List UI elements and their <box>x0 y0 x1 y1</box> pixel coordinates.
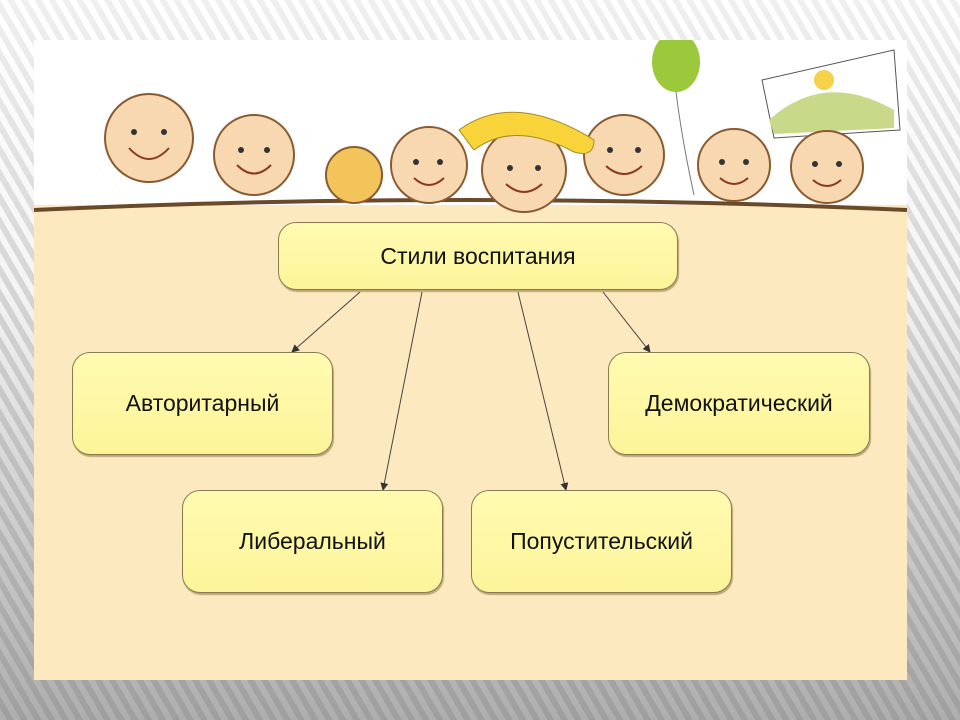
root-node: Стили воспитания <box>278 222 678 290</box>
kids-illustration <box>34 40 907 213</box>
node-label: Демократический <box>645 390 833 416</box>
arrow-to-authoritarian <box>291 291 361 353</box>
arrow-to-permissive <box>517 291 569 491</box>
arrow-to-democratic <box>602 291 651 353</box>
arrow-to-liberal <box>380 291 423 491</box>
node-liberal: Либеральный <box>182 490 443 593</box>
root-label: Стили воспитания <box>380 242 576 269</box>
node-democratic: Демократический <box>608 352 870 455</box>
node-label: Попустительский <box>510 528 693 554</box>
node-label: Либеральный <box>239 528 386 554</box>
node-label: Авторитарный <box>125 390 280 416</box>
node-permissive: Попустительский <box>471 490 732 593</box>
slide: Стили воспитания Авторитарный Либеральны… <box>34 40 907 680</box>
balloon-icon <box>652 40 700 196</box>
picture-sign-icon <box>761 49 901 139</box>
node-authoritarian: Авторитарный <box>72 352 333 455</box>
connector-arrows <box>291 291 651 491</box>
